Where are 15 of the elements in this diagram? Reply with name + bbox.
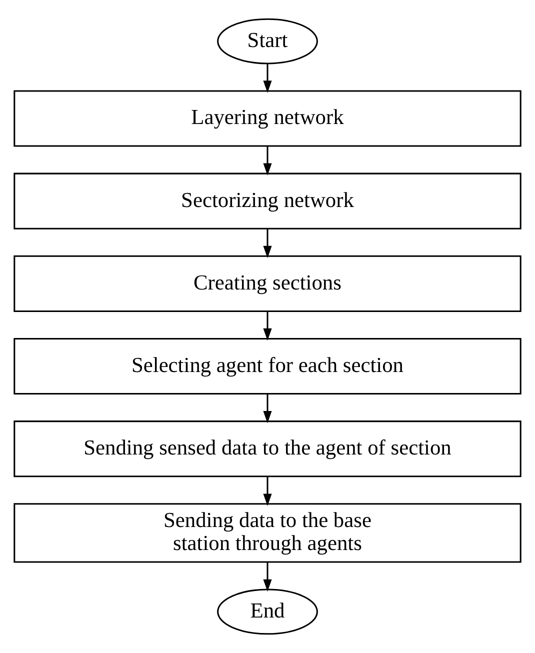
arrow	[263, 476, 272, 506]
arrow	[263, 394, 272, 424]
arrow	[263, 562, 272, 592]
node-box: Creating sections	[14, 255, 522, 312]
arrow	[263, 146, 272, 176]
arrow	[263, 311, 272, 341]
node-box: Sending data to the base station through agents	[14, 503, 522, 563]
node-box: Selecting agent for each section	[14, 338, 522, 395]
node-box: Layering network	[14, 90, 522, 147]
arrow	[263, 63, 272, 93]
node-ellipse: Start	[217, 18, 318, 64]
arrow	[263, 228, 272, 258]
node-ellipse: End	[217, 588, 318, 635]
node-box: Sending sensed data to the agent of section	[14, 420, 522, 478]
node-box: Sectorizing network	[14, 172, 522, 230]
